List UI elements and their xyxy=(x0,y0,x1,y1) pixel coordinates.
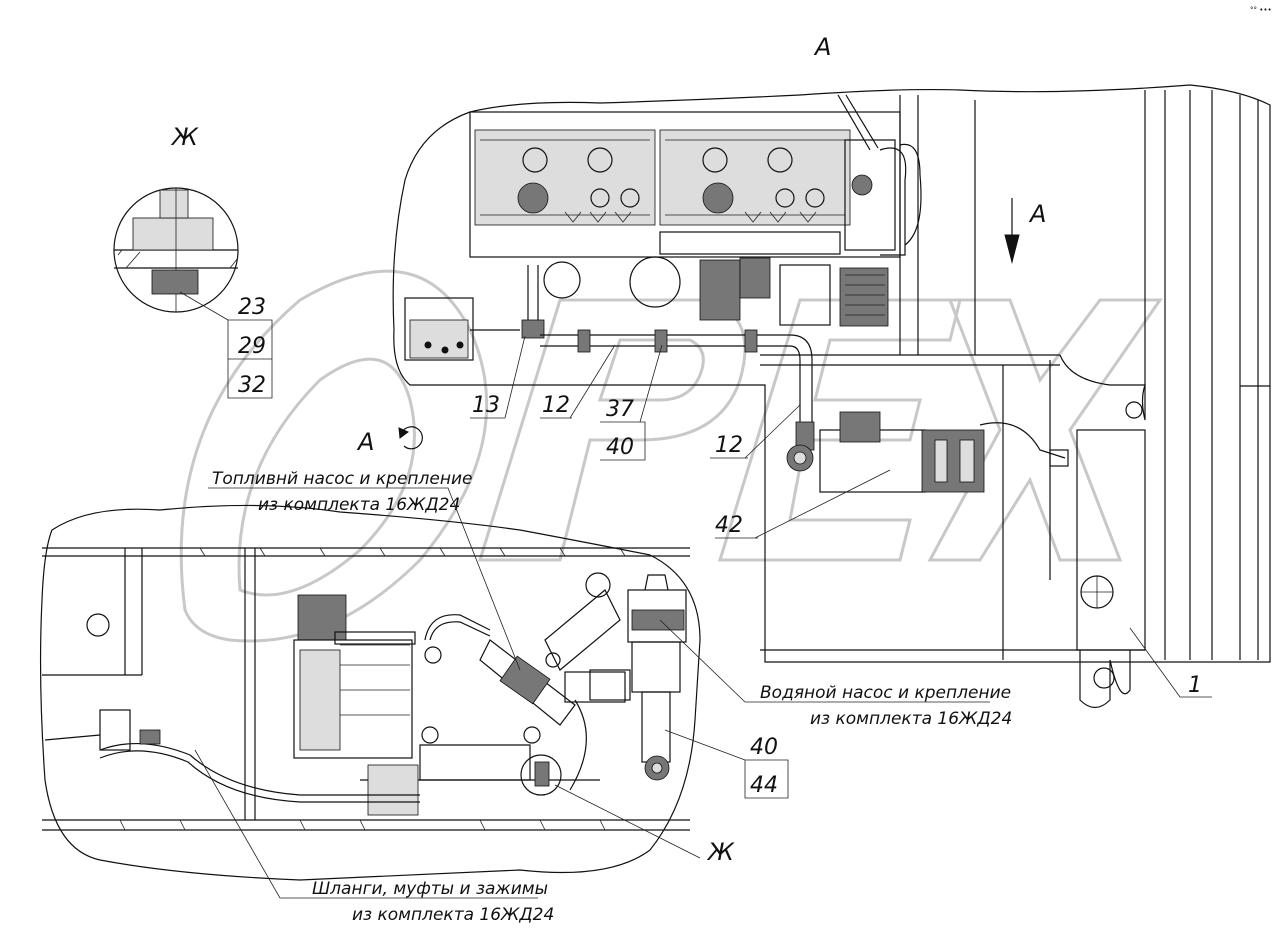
lower-view-boundary xyxy=(39,504,701,881)
callout-32: 32 xyxy=(238,373,266,398)
watermark xyxy=(179,269,1163,643)
fuel-pump-assembly xyxy=(424,572,626,796)
callout-40-lower: 40 xyxy=(750,735,778,760)
callout-44: 44 xyxy=(750,773,778,798)
hoses-note: Шланги, муфты и зажимы из комплекта 16ЖД… xyxy=(194,749,554,925)
water-pump-note: Водяной насос и крепление из комплекта 1… xyxy=(659,619,1012,729)
rotation-symbol xyxy=(401,426,423,450)
callout-group-40-44: 40 44 xyxy=(664,729,789,799)
view-labels: A A A Ж Ж °° ••• xyxy=(170,6,1272,866)
water-pump-note-line1: Водяной насос и крепление xyxy=(760,683,1011,703)
engine-block xyxy=(404,94,922,361)
chassis-frame xyxy=(760,90,1270,660)
callout-37: 37 xyxy=(606,397,634,422)
detail-zh-leader xyxy=(554,784,701,859)
callout-group-23-29-32: 23 29 32 xyxy=(179,291,273,399)
view-a-title: A xyxy=(813,33,831,61)
heater-assembly xyxy=(293,594,600,816)
callout-23: 23 xyxy=(238,295,266,320)
view-arrow-head xyxy=(1004,234,1020,264)
callout-12-upper: 12 xyxy=(542,393,570,418)
upper-callout-leaders: 13 12 37 40 12 42 1 xyxy=(470,335,1212,698)
fuel-pump-note: Топливнй насос и крепление из комплекта … xyxy=(208,469,521,671)
callout-1: 1 xyxy=(1188,673,1202,698)
hose-line xyxy=(44,709,420,803)
rotation-symbol-arrow xyxy=(398,427,409,439)
pipe-route xyxy=(521,265,1146,709)
detail-zh-title: Ж xyxy=(170,123,199,151)
callout-29: 29 xyxy=(238,334,266,359)
fuel-pump-note-line1: Топливнй насос и крепление xyxy=(212,469,472,489)
lower-view-frame xyxy=(42,547,690,831)
water-pump-assembly xyxy=(589,574,687,781)
rotated-view-label: A xyxy=(356,428,374,456)
corner-mark: °° ••• xyxy=(1250,6,1272,14)
callout-12-lower: 12 xyxy=(715,433,743,458)
callout-40-upper: 40 xyxy=(606,435,634,460)
detail-zh-circle xyxy=(113,187,239,313)
water-pump-note-line2: из комплекта 16ЖД24 xyxy=(810,709,1012,729)
fuel-pump-note-line2: из комплекта 16ЖД24 xyxy=(258,495,460,515)
view-arrow-label: A xyxy=(1028,200,1046,228)
detail-zh-marker: Ж xyxy=(706,838,735,866)
callout-42: 42 xyxy=(715,513,743,538)
callout-13: 13 xyxy=(472,393,500,418)
upper-view-boundary xyxy=(392,84,1271,663)
hoses-note-line2: из комплекта 16ЖД24 xyxy=(352,905,554,925)
hoses-note-line1: Шланги, муфты и зажимы xyxy=(312,879,548,899)
